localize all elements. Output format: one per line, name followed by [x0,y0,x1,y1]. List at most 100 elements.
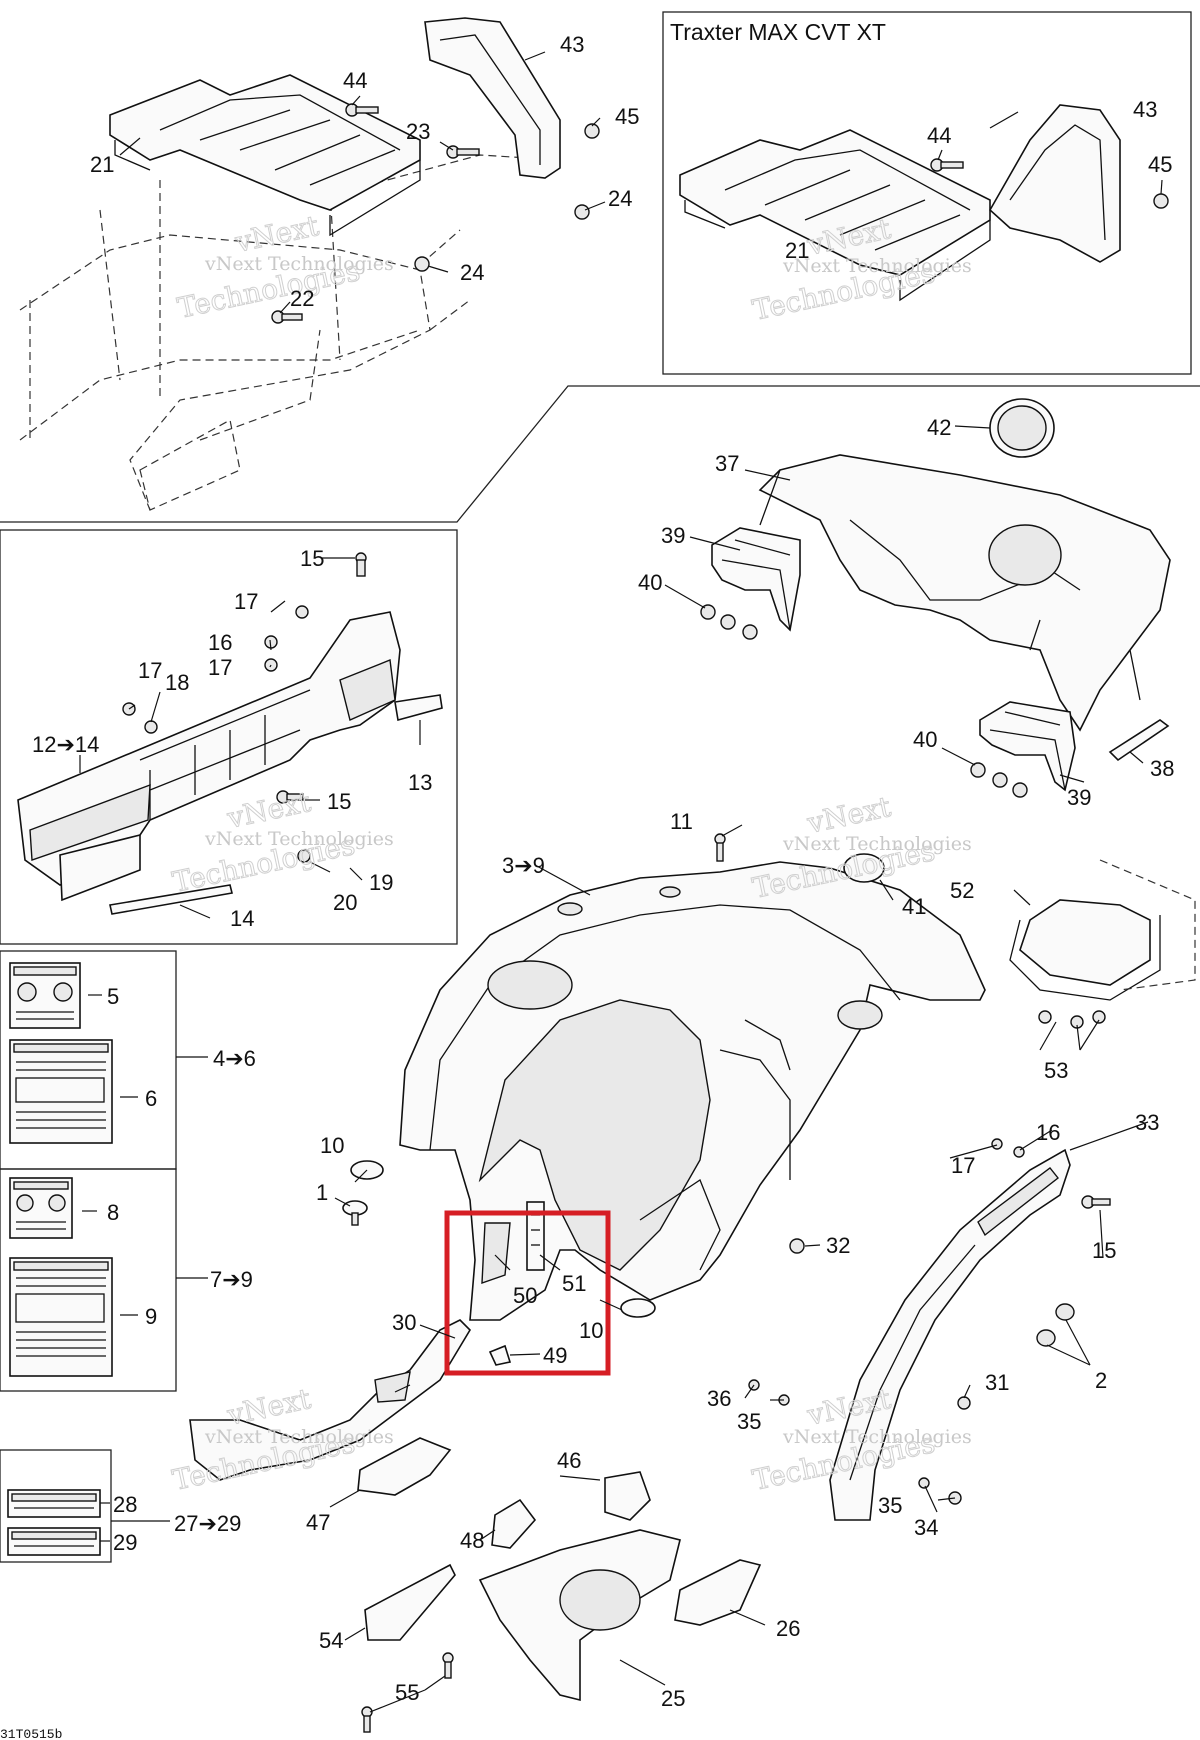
svg-text:vNext Technologies: vNext Technologies [204,253,394,275]
svg-text:vNext Technologies: vNext Technologies [204,828,394,850]
svg-text:39: 39 [661,523,685,548]
decal-29 [7,1527,101,1556]
svg-text:17: 17 [951,1153,975,1178]
svg-text:22: 22 [290,286,314,311]
svg-text:38: 38 [1150,756,1174,781]
svg-text:24: 24 [460,260,484,285]
decal-8 [9,1177,73,1239]
svg-text:28: 28 [113,1492,137,1517]
svg-text:11: 11 [670,809,693,834]
svg-text:vNext: vNext [232,209,323,259]
svg-text:20: 20 [333,890,357,915]
svg-text:13: 13 [408,770,432,795]
svg-text:10: 10 [579,1318,603,1343]
svg-text:54: 54 [319,1628,343,1653]
svg-text:9: 9 [145,1304,157,1329]
svg-text:vNext Technologies: vNext Technologies [782,1426,972,1448]
svg-text:vNext Technologies: vNext Technologies [204,1426,394,1448]
svg-text:10: 10 [320,1133,344,1158]
fender-flare-33 [748,1138,1111,1521]
svg-text:32: 32 [826,1233,850,1258]
svg-text:7➔9: 7➔9 [210,1267,253,1292]
svg-text:19: 19 [369,870,393,895]
cap-10-right [620,1298,656,1318]
svg-text:52: 52 [950,878,974,903]
decal-panel-b-frame [0,1168,177,1392]
inset-rack-assembly [679,104,1169,302]
svg-text:46: 46 [557,1448,581,1473]
svg-text:48: 48 [460,1528,484,1553]
svg-text:3➔9: 3➔9 [502,853,545,878]
svg-text:2: 2 [1095,1368,1107,1393]
grab-handle-39-lower [970,701,1076,798]
svg-text:6: 6 [145,1086,157,1111]
svg-text:14: 14 [230,906,254,931]
inset-frame [662,11,1192,375]
rear-fender-main [342,833,986,1321]
svg-text:8: 8 [107,1200,119,1225]
plug-41 [843,853,885,883]
inset-title: Traxter MAX CVT XT [670,19,886,45]
decal-28 [7,1489,101,1518]
svg-text:5: 5 [107,984,119,1009]
svg-text:37: 37 [715,451,739,476]
svg-text:27➔29: 27➔29 [174,1511,241,1536]
svg-text:40: 40 [638,570,662,595]
svg-text:47: 47 [306,1510,330,1535]
highlight-box [444,1210,611,1376]
svg-text:vNext Technologies: vNext Technologies [782,833,972,855]
rear-rack-assembly [19,17,600,511]
svg-text:17: 17 [234,589,258,614]
front-grille-assembly [17,552,443,915]
svg-text:15: 15 [327,789,351,814]
svg-text:26: 26 [776,1616,800,1641]
svg-text:41: 41 [902,894,926,919]
svg-text:45: 45 [615,104,639,129]
svg-text:23: 23 [406,119,430,144]
svg-text:34: 34 [914,1515,938,1540]
part-labels: 21 44 23 43 45 24 24 22 44 43 45 21 42 3… [32,32,1174,1711]
svg-text:25: 25 [661,1686,685,1711]
svg-text:4➔6: 4➔6 [213,1046,256,1071]
svg-text:31: 31 [985,1370,1009,1395]
svg-text:24: 24 [608,186,632,211]
svg-text:18: 18 [165,670,189,695]
svg-text:49: 49 [543,1343,567,1368]
decal-9 [9,1257,113,1377]
svg-text:15: 15 [300,546,324,571]
svg-text:1: 1 [316,1180,328,1205]
svg-text:21: 21 [90,152,114,177]
svg-text:17: 17 [208,655,232,680]
highlighted-parts-group [444,1201,611,1376]
svg-text:43: 43 [1133,97,1157,122]
decal-6 [9,1039,113,1144]
separator-upper [0,385,1200,523]
svg-text:44: 44 [927,123,951,148]
svg-text:45: 45 [1148,152,1172,177]
svg-text:vNext: vNext [224,1382,315,1432]
svg-text:12➔14: 12➔14 [32,732,99,757]
watermarks: vNext Technologies Technologies vNext vN… [169,208,972,1497]
svg-text:53: 53 [1044,1058,1068,1083]
svg-text:29: 29 [113,1530,137,1555]
decal-panel-c-frame [0,1449,112,1563]
rear-fender-top [758,398,1171,762]
svg-text:15: 15 [1092,1238,1116,1263]
svg-text:55: 55 [395,1680,419,1705]
svg-text:vNext Technologies: vNext Technologies [782,255,972,277]
svg-text:51: 51 [562,1271,586,1296]
svg-text:39: 39 [1067,785,1091,810]
svg-text:35: 35 [878,1493,902,1518]
leader-lines [79,51,1163,1713]
svg-text:40: 40 [913,727,937,752]
decal-5 [9,962,81,1029]
svg-text:50: 50 [513,1283,537,1308]
svg-text:30: 30 [392,1310,416,1335]
svg-text:42: 42 [927,415,951,440]
grille-panel-frame [0,529,458,945]
svg-text:17: 17 [138,658,162,683]
svg-text:44: 44 [343,68,367,93]
svg-text:43: 43 [560,32,584,57]
svg-text:21: 21 [785,238,809,263]
